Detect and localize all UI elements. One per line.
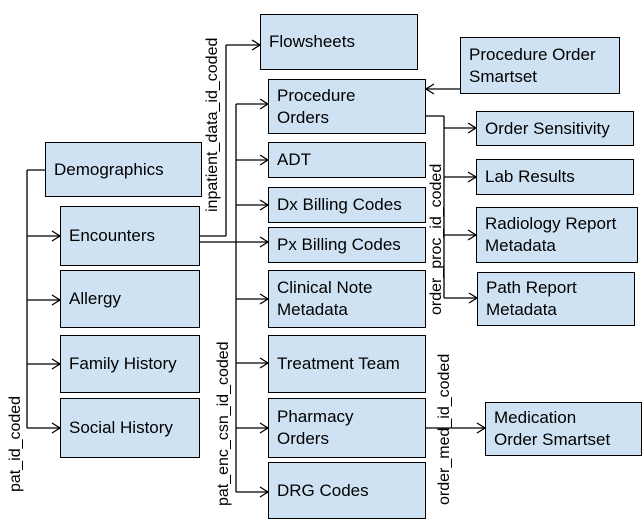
entity-procedure-orders: Procedure Orders — [268, 79, 426, 134]
entity-treatment-team: Treatment Team — [268, 335, 426, 393]
entity-adt: ADT — [268, 142, 426, 178]
entity-family-history: Family History — [60, 335, 200, 393]
entity-demographics: Demographics — [45, 142, 202, 197]
key-label-order-med-id-coded: order_med_id_coded — [436, 353, 453, 505]
entity-px-billing-codes: Px Billing Codes — [268, 227, 426, 263]
entity-medication-order-smartset: Medication Order Smartset — [485, 402, 642, 456]
entity-pharmacy-orders: Pharmacy Orders — [268, 398, 426, 458]
entity-clinical-note-metadata: Clinical Note Metadata — [268, 270, 426, 328]
entity-path-report-metadata: Path Report Metadata — [477, 272, 635, 326]
entity-drg-codes: DRG Codes — [268, 462, 426, 519]
key-label-order-proc-id-coded: order_proc_id_coded — [428, 163, 445, 315]
entity-allergy: Allergy — [60, 270, 200, 328]
entity-procedure-order-smartset: Procedure Order Smartset — [460, 37, 620, 94]
key-label-inpatient-data-id-coded: inpatient_data_id_coded — [204, 37, 221, 212]
entity-dx-billing-codes: Dx Billing Codes — [268, 187, 426, 223]
key-label-pat-enc-csn-id-coded: pat_enc_csn_id_coded — [215, 341, 232, 506]
entity-radiology-report-metadata: Radiology Report Metadata — [476, 207, 638, 263]
entity-lab-results: Lab Results — [476, 159, 634, 195]
key-label-pat-id-coded: pat_id_coded — [7, 395, 24, 492]
entity-flowsheets: Flowsheets — [260, 14, 418, 70]
entity-order-sensitivity: Order Sensitivity — [476, 111, 634, 146]
entity-encounters: Encounters — [60, 206, 200, 266]
entity-social-history: Social History — [60, 398, 200, 458]
